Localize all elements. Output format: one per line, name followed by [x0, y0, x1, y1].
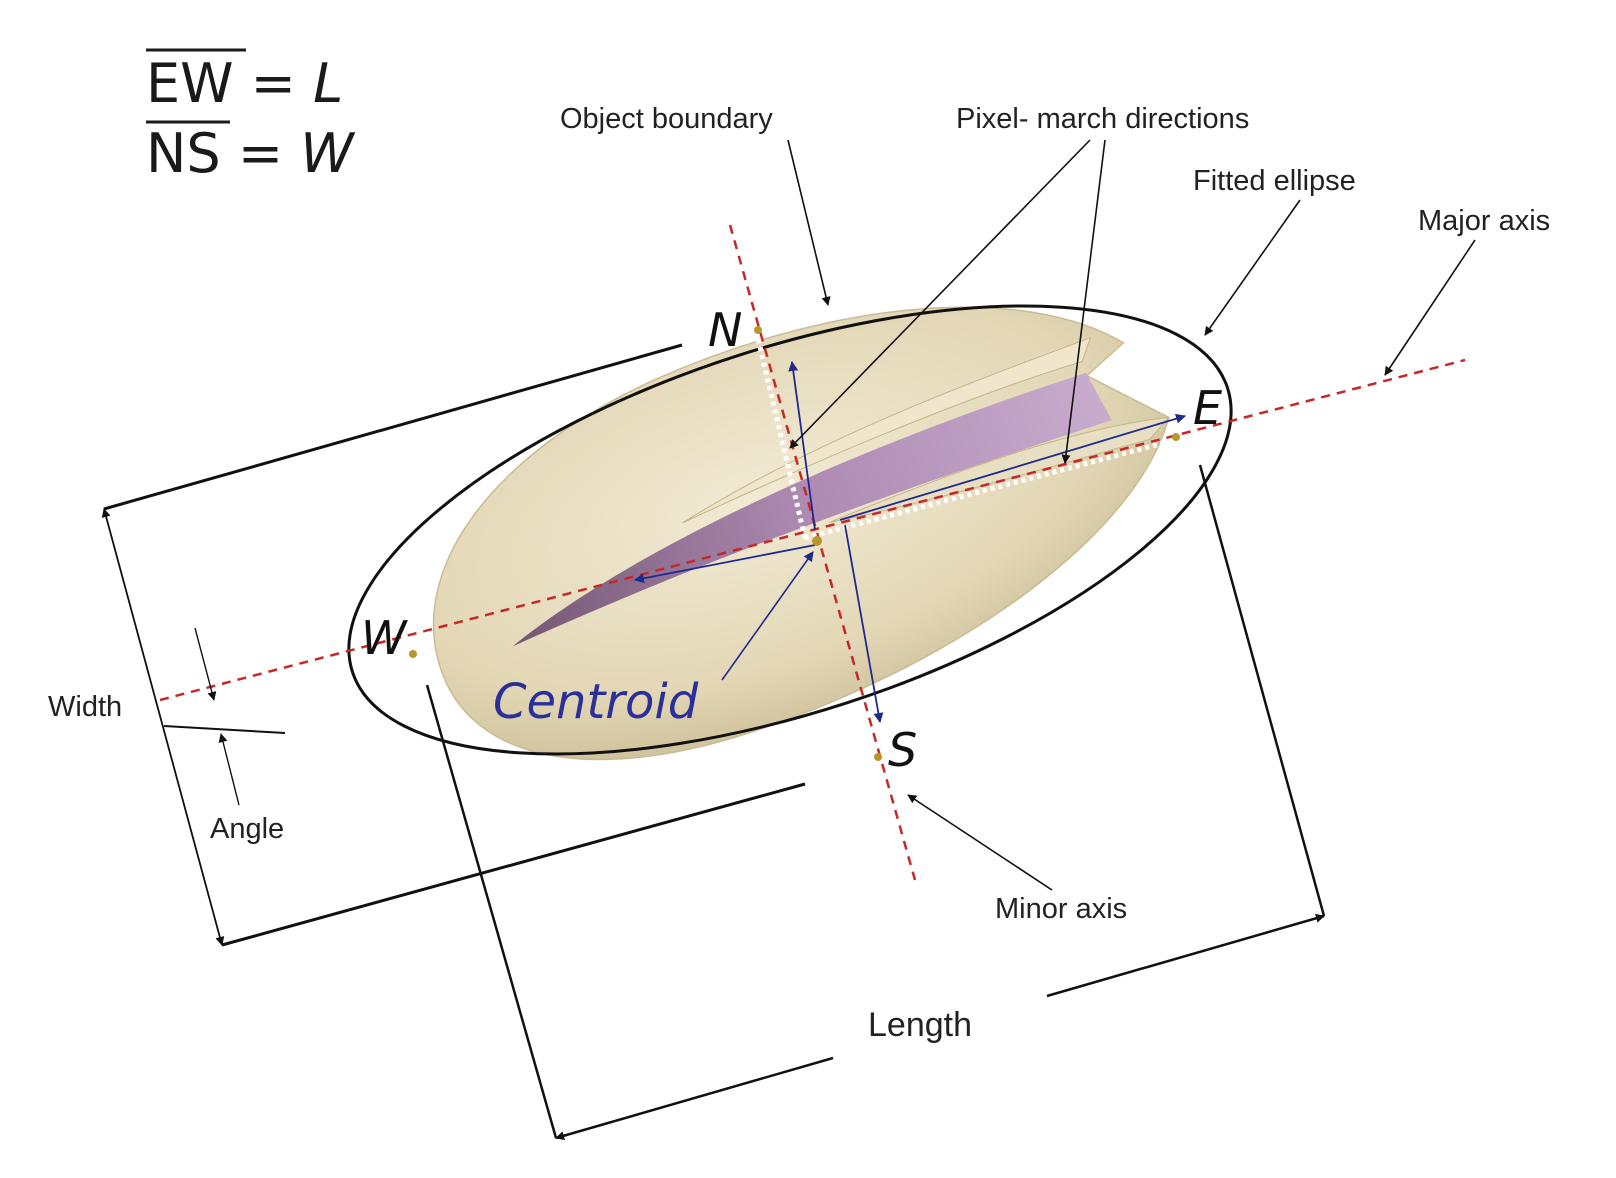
width-dimension-arrow: [101, 508, 225, 946]
length-extension-left: [425, 684, 558, 1139]
pixel-march-leader-left: [789, 139, 1091, 449]
formula-ew-equals: =: [234, 52, 314, 115]
pixel-march-trace-north: [753, 329, 808, 539]
width-label: Width: [48, 691, 122, 723]
length-dimension-arrow-right: [1046, 913, 1325, 998]
boundary-point-north: [754, 326, 762, 334]
point-label-south: S: [888, 723, 917, 777]
major-axis-line: [159, 358, 1466, 702]
svg-text:NS = W: NS = W: [146, 122, 356, 185]
pixel-march-arrow-east: [839, 413, 1186, 521]
centroid-label: Centroid: [493, 674, 699, 730]
point-label-east: E: [1193, 381, 1222, 435]
length-extension-right: [1198, 464, 1326, 917]
pixel-march-label: Pixel- march directions: [956, 103, 1249, 135]
object-boundary-label: Object boundary: [560, 103, 773, 135]
fitted-ellipse: [347, 304, 1233, 756]
minor-axis-leader: [907, 794, 1053, 891]
angle-label: Angle: [210, 813, 284, 845]
pixel-march-arrow-north: [788, 361, 816, 531]
object-boundary-leader: [787, 139, 831, 306]
width-extension-top: [103, 343, 683, 511]
pixel-march-arrow-south: [844, 524, 884, 723]
fitted-ellipse-leader: [1204, 199, 1301, 336]
major-axis-leader: [1384, 239, 1476, 376]
length-label: Length: [868, 1006, 972, 1044]
width-extension-bottom: [221, 782, 806, 947]
formula-length: EW = L: [146, 48, 343, 115]
boundary-point-south: [874, 753, 882, 761]
centroid-pointer: [721, 551, 814, 681]
boundary-point-east: [1172, 433, 1180, 441]
fitted-ellipse-label: Fitted ellipse: [1193, 165, 1356, 197]
pixel-march-arrow-west: [634, 544, 816, 584]
formula-ew: EW: [146, 52, 234, 115]
boundary-point-west: [409, 650, 417, 658]
minor-axis-label: Minor axis: [995, 893, 1127, 925]
shell-upper-lip: [682, 336, 1092, 524]
length-dimension-arrow-left: [555, 1056, 834, 1141]
angle-horizontal-reference: [163, 725, 286, 734]
pixel-march-leader-right: [1061, 139, 1106, 464]
point-label-west: W: [361, 611, 408, 665]
formula-width: NS = W: [146, 120, 356, 185]
formula-w: W: [300, 122, 356, 185]
formula-ns: NS: [146, 122, 221, 185]
minor-axis-line: [728, 224, 917, 881]
angle-indicator-arrow-top: [194, 627, 217, 701]
formula-ns-equals: =: [221, 122, 301, 185]
centroid-point: [812, 536, 822, 546]
formula-l: L: [313, 52, 343, 115]
angle-indicator-arrow-bottom: [218, 733, 240, 806]
point-label-north: N: [708, 303, 742, 357]
major-axis-label: Major axis: [1418, 205, 1550, 237]
svg-text:EW = L: EW = L: [146, 52, 343, 115]
